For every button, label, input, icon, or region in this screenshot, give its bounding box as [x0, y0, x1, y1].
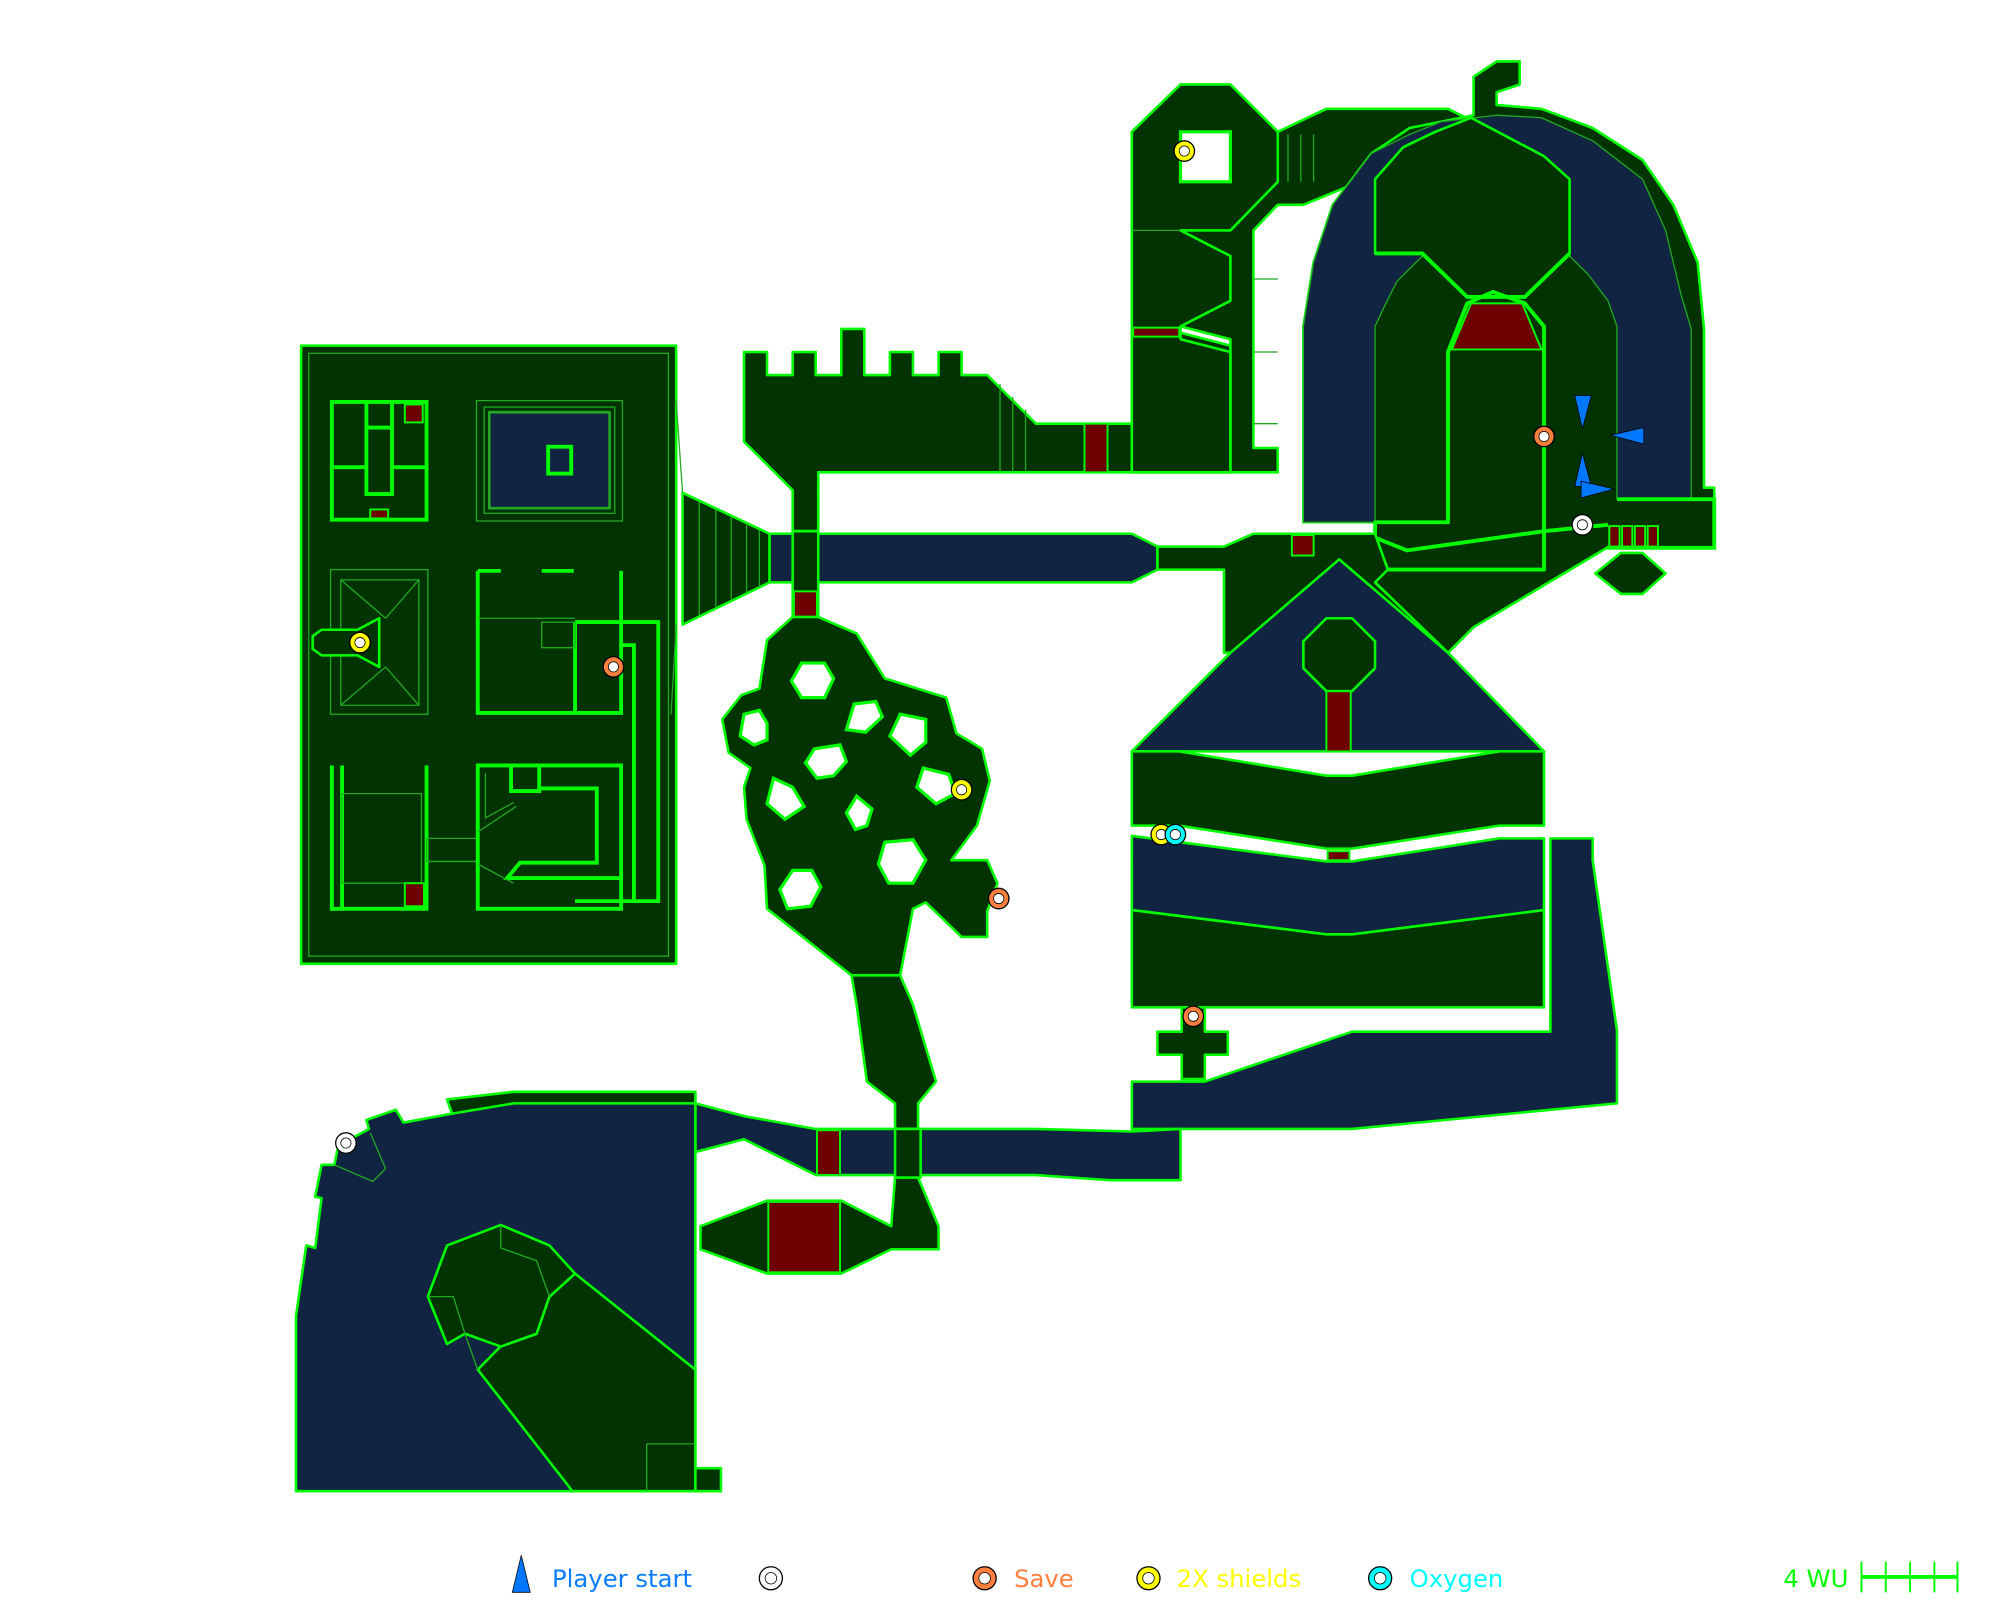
legend-player-start: Player start	[552, 1564, 692, 1593]
main-corridor	[768, 532, 1159, 584]
hexagon-pillar	[1593, 551, 1667, 596]
item-marker[interactable]	[1571, 513, 1594, 536]
legend: Player start Save 2X shields Oxygen	[511, 1555, 1504, 1593]
shields-marker[interactable]	[1173, 140, 1196, 162]
player-start-icon	[511, 1555, 531, 1593]
item-marker[interactable]	[335, 1132, 357, 1154]
save-marker[interactable]	[1533, 425, 1555, 448]
shields-marker[interactable]	[349, 631, 371, 654]
save-marker[interactable]	[987, 887, 1010, 910]
legend-shields: 2X shields	[1177, 1564, 1302, 1593]
shields-marker[interactable]	[950, 778, 973, 801]
wedge-corridor	[681, 491, 771, 626]
save-marker[interactable]	[1182, 1005, 1205, 1028]
left-building	[299, 344, 678, 966]
item-icon	[758, 1566, 784, 1591]
oxygen-icon	[1367, 1566, 1393, 1591]
band-3	[1130, 908, 1546, 1009]
oxygen-marker[interactable]	[1164, 823, 1187, 846]
bottom-corridor	[694, 1102, 1182, 1182]
liquid-right-strip	[1130, 837, 1619, 1131]
map-items	[335, 140, 1645, 1154]
cross-room	[1156, 1006, 1230, 1081]
player-start-icon[interactable]	[1580, 480, 1615, 499]
lower-passage	[850, 974, 938, 1131]
cave-pillars	[738, 661, 958, 911]
band-1	[1130, 750, 1546, 850]
scale-bar: 4 WU	[1783, 1561, 1959, 1593]
legend-save: Save	[1014, 1564, 1074, 1593]
scale-bar-label: 4 WU	[1783, 1564, 1848, 1593]
gate-platforms	[1608, 525, 1659, 548]
player-start-icon[interactable]	[1574, 395, 1592, 429]
player-start-icon[interactable]	[1610, 427, 1645, 445]
save-marker[interactable]	[602, 656, 625, 678]
legend-oxygen: Oxygen	[1410, 1564, 1504, 1593]
castle-room	[742, 327, 1134, 533]
shields-icon	[1136, 1566, 1161, 1591]
save-icon	[972, 1566, 997, 1591]
